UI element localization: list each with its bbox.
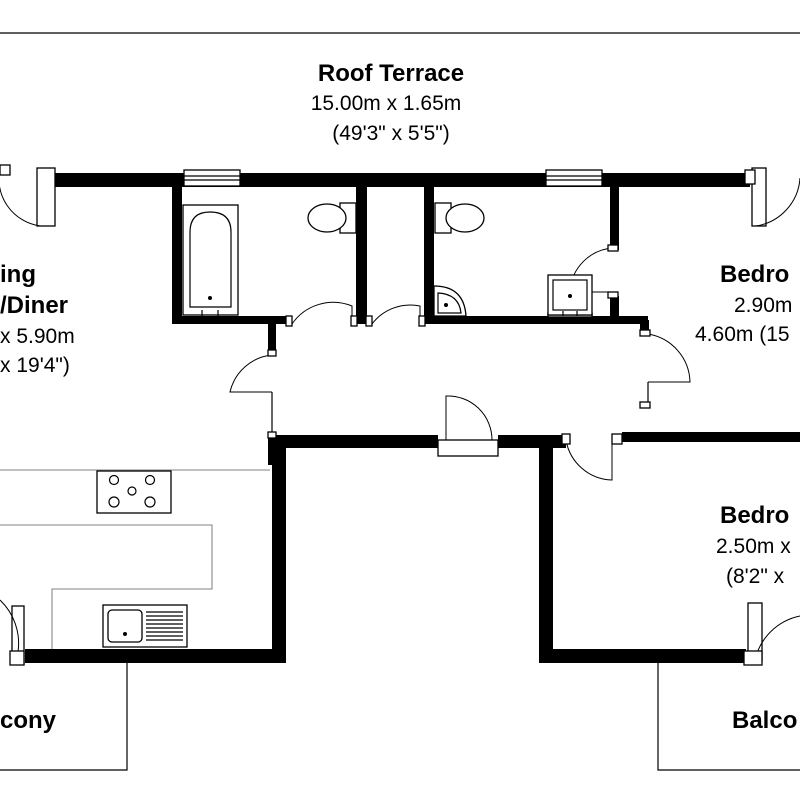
wall-living-bottom — [25, 649, 286, 663]
wall-ensuite-right — [610, 180, 619, 250]
door-bedroom1-swing — [647, 333, 691, 383]
wall-hall-left-upper — [268, 322, 276, 356]
bedroom2-metric: 2.50m x — [716, 535, 791, 558]
living-metric: x 5.90m — [0, 325, 75, 348]
wall-bed2-left — [539, 440, 553, 663]
living-imperial: x 19'4") — [0, 354, 70, 377]
door-bathroom-swing — [291, 301, 353, 325]
roof-terrace-metric: 15.00m x 1.65m — [311, 92, 462, 115]
kitchen — [0, 469, 270, 649]
wall-wc-divider — [356, 180, 367, 324]
fixtures — [182, 202, 593, 318]
door-hall-cupboard — [437, 439, 499, 457]
wall-ensuite-bottom — [424, 316, 648, 324]
door-living-terrace — [36, 167, 56, 227]
wall-bath-bottom — [172, 316, 290, 324]
room-labels: Roof Terrace 15.00m x 1.65m (49'3" x 5'5… — [0, 60, 797, 734]
toilet-ensuite — [434, 202, 485, 234]
wall-bed2-bottom — [539, 649, 746, 663]
basin-ensuite — [547, 274, 593, 318]
window-bathroom — [183, 169, 241, 187]
wall-bed2-top — [622, 432, 800, 442]
wall-bath-left — [172, 180, 182, 323]
living-name-line2: /Diner — [0, 292, 68, 319]
wall-hall-bottom-left — [268, 435, 438, 448]
balcony-left-name: cony — [0, 707, 57, 734]
door-cupboard-swing — [371, 304, 421, 325]
roof-terrace-imperial: (49'3" x 5'5") — [332, 122, 449, 145]
wall-top — [55, 173, 750, 187]
bedroom2-name: Bedro — [720, 502, 789, 529]
bedroom1-name: Bedro — [720, 261, 789, 288]
roof-terrace-name: Roof Terrace — [318, 60, 464, 87]
windows — [183, 169, 603, 187]
window-ensuite — [545, 169, 603, 187]
bedroom2-imperial: (8'2" x — [726, 565, 785, 588]
bedroom1-metric: 2.90m — [734, 294, 792, 317]
bedroom1-imperial: 4.60m (15 — [695, 323, 790, 346]
wall-ensuite-right-lower — [610, 296, 619, 320]
doors — [0, 164, 800, 666]
living-name-line1: ing — [0, 261, 36, 288]
door-living-swing — [229, 354, 273, 393]
basin-corner — [433, 285, 467, 317]
wall-hall-right — [640, 320, 649, 334]
hob — [96, 470, 172, 514]
wall-hall-bottom-right — [498, 435, 566, 448]
wall-living-right — [272, 448, 286, 663]
door-bedroom2-swing — [565, 439, 613, 481]
kitchen-sink — [102, 604, 188, 648]
balcony-right-name: Balco — [732, 707, 797, 734]
wall-cupboard-right — [424, 180, 434, 324]
balcony-left-outline — [0, 663, 128, 771]
toilet-bathroom — [307, 202, 357, 234]
balcony-right-outline — [657, 663, 800, 771]
balconies — [0, 663, 800, 771]
